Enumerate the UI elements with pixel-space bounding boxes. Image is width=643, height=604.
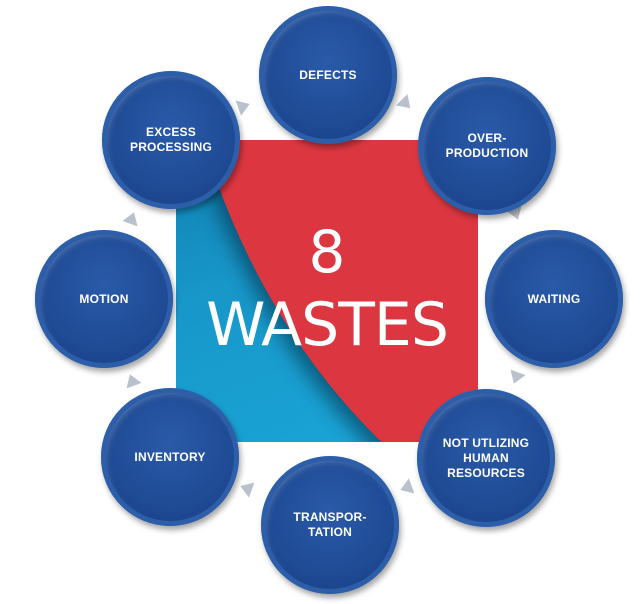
node-over-production: OVER- PRODUCTION bbox=[418, 77, 556, 215]
node-inventory: INVENTORY bbox=[101, 388, 239, 526]
node-label: WAITING bbox=[527, 291, 581, 306]
node-defects: DEFECTS bbox=[259, 6, 397, 144]
arrow-icon bbox=[397, 478, 415, 498]
node-label: OVER- PRODUCTION bbox=[445, 131, 529, 160]
center-number: 8 bbox=[308, 218, 346, 286]
node-waiting: WAITING bbox=[485, 230, 623, 368]
arrow-icon bbox=[122, 371, 142, 389]
arrow-icon bbox=[235, 96, 253, 116]
node-label: TRANSPOR- TATION bbox=[293, 510, 367, 539]
arrow-icon bbox=[237, 478, 255, 498]
node-label: NOT UTLIZING HUMAN RESOURCES bbox=[442, 435, 530, 480]
node-excess-processing: EXCESS PROCESSING bbox=[102, 71, 240, 209]
arrow-icon bbox=[396, 94, 416, 114]
node-label: MOTION bbox=[79, 291, 129, 306]
node-motion: MOTION bbox=[35, 230, 173, 368]
node-not-utilizing-human-resources: NOT UTLIZING HUMAN RESOURCES bbox=[417, 389, 555, 527]
arrow-icon bbox=[506, 369, 526, 387]
center-title: WASTES bbox=[206, 290, 449, 360]
center-square: 8 WASTES bbox=[176, 140, 478, 442]
node-label: EXCESS PROCESSING bbox=[129, 125, 212, 154]
node-label: DEFECTS bbox=[299, 67, 357, 82]
node-transportation: TRANSPOR- TATION bbox=[261, 456, 399, 594]
arrow-icon bbox=[122, 209, 142, 227]
node-label: INVENTORY bbox=[134, 449, 206, 464]
